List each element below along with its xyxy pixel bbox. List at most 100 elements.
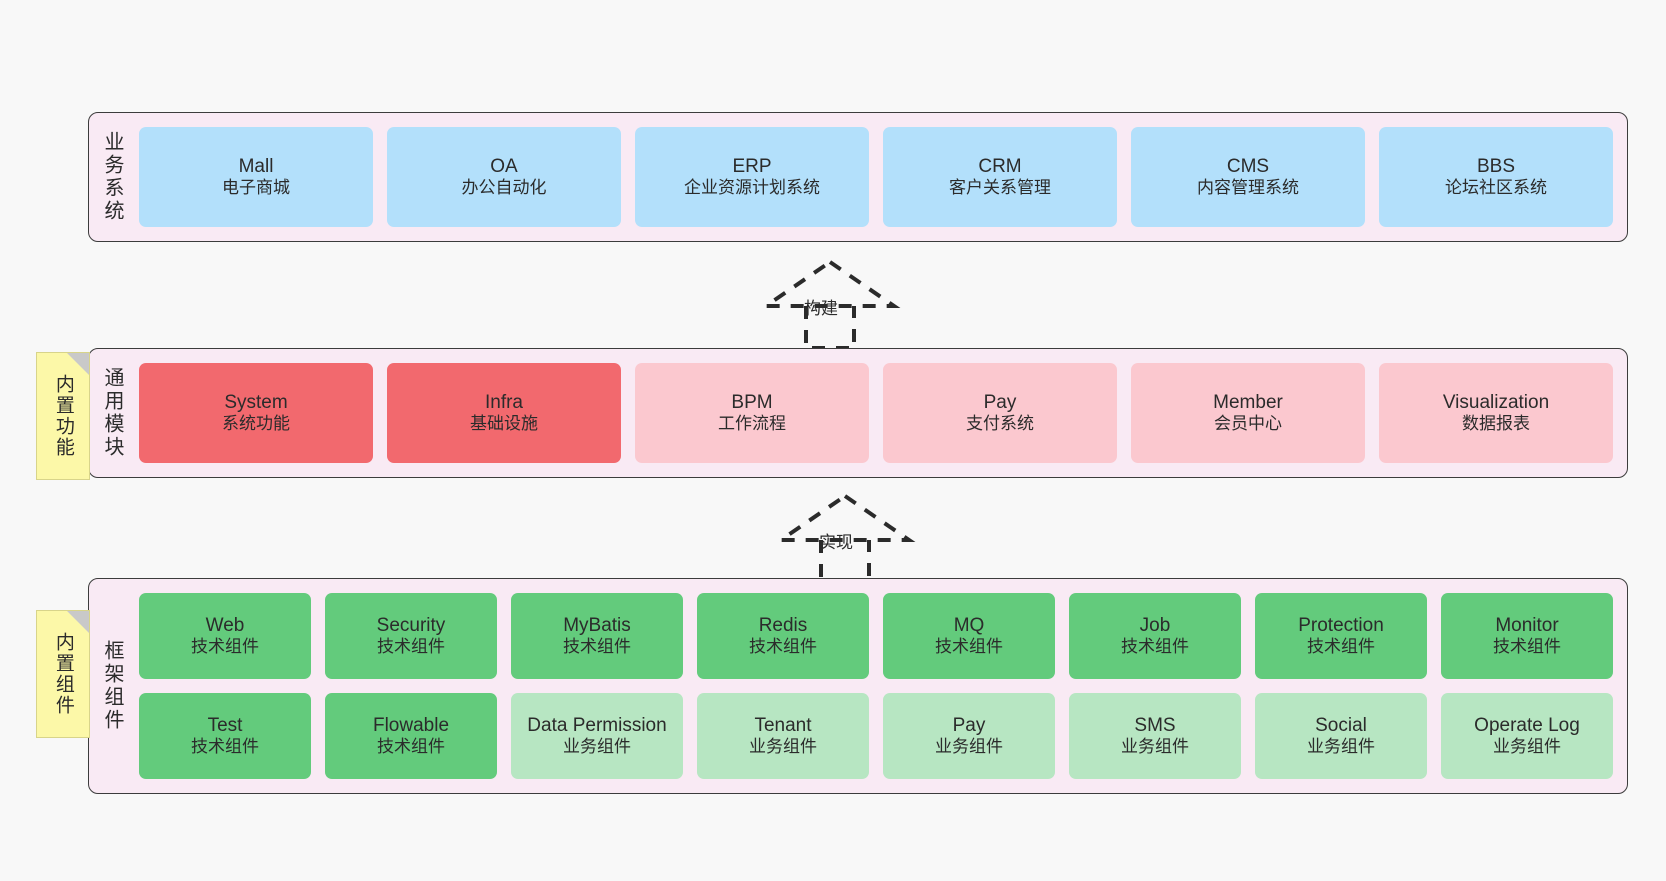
layer-framework-components: 框架组件 Web 技术组件 Security 技术组件 MyBatis 技术组件… (88, 578, 1628, 794)
box-subtitle: 业务组件 (749, 737, 817, 757)
box-title: Social (1315, 715, 1367, 737)
box-subtitle: 技术组件 (191, 637, 259, 657)
box-infra[interactable]: Infra 基础设施 (387, 363, 621, 463)
box-title: MQ (953, 615, 985, 637)
box-erp[interactable]: ERP 企业资源计划系统 (635, 127, 869, 227)
box-subtitle: 系统功能 (222, 414, 290, 434)
box-title: CMS (1226, 156, 1270, 178)
box-subtitle: 办公自动化 (461, 178, 547, 198)
box-subtitle: 技术组件 (377, 637, 445, 657)
box-cms[interactable]: CMS 内容管理系统 (1131, 127, 1365, 227)
arrow-head-triangle (759, 259, 901, 308)
box-subtitle: 支付系统 (966, 414, 1034, 434)
box-web[interactable]: Web 技术组件 (139, 593, 311, 679)
note-label: 内置功能 (52, 374, 74, 458)
layer-body-modules: System 系统功能 Infra 基础设施 BPM 工作流程 Pay 支付系统… (135, 349, 1627, 477)
arrow-label-implement: 实现 (819, 533, 853, 552)
box-title: Job (1139, 615, 1171, 637)
box-row-tech: Web 技术组件 Security 技术组件 MyBatis 技术组件 Redi… (139, 593, 1613, 679)
layer-body-framework: Web 技术组件 Security 技术组件 MyBatis 技术组件 Redi… (135, 579, 1627, 793)
box-subtitle: 业务组件 (1121, 737, 1189, 757)
note-builtin-components: 内置组件 (36, 610, 90, 738)
box-crm[interactable]: CRM 客户关系管理 (883, 127, 1117, 227)
box-title: SMS (1134, 715, 1176, 737)
box-redis[interactable]: Redis 技术组件 (697, 593, 869, 679)
box-title: Tenant (754, 715, 812, 737)
layer-business-system: 业务系统 Mall 电子商城 OA 办公自动化 ERP 企业资源计划系统 CRM… (88, 112, 1628, 242)
box-security[interactable]: Security 技术组件 (325, 593, 497, 679)
box-row-business: Test 技术组件 Flowable 技术组件 Data Permission … (139, 693, 1613, 779)
box-title: BPM (731, 392, 773, 414)
box-system[interactable]: System 系统功能 (139, 363, 373, 463)
box-subtitle: 基础设施 (470, 414, 538, 434)
box-title: BBS (1476, 156, 1516, 178)
box-visualization[interactable]: Visualization 数据报表 (1379, 363, 1613, 463)
box-title: Member (1213, 392, 1283, 414)
box-flowable[interactable]: Flowable 技术组件 (325, 693, 497, 779)
box-title: Mall (238, 156, 274, 178)
box-oa[interactable]: OA 办公自动化 (387, 127, 621, 227)
box-subtitle: 技术组件 (1121, 637, 1189, 657)
box-title: System (224, 392, 288, 414)
layer-title-framework: 框架组件 (101, 640, 123, 732)
box-subtitle: 业务组件 (563, 737, 631, 757)
box-title: Infra (484, 392, 524, 414)
box-sms[interactable]: SMS 业务组件 (1069, 693, 1241, 779)
box-mall[interactable]: Mall 电子商城 (139, 127, 373, 227)
box-monitor[interactable]: Monitor 技术组件 (1441, 593, 1613, 679)
box-social[interactable]: Social 业务组件 (1255, 693, 1427, 779)
box-pay-component[interactable]: Pay 业务组件 (883, 693, 1055, 779)
box-title: ERP (732, 156, 772, 178)
box-title: Monitor (1495, 615, 1559, 637)
box-bbs[interactable]: BBS 论坛社区系统 (1379, 127, 1613, 227)
box-job[interactable]: Job 技术组件 (1069, 593, 1241, 679)
arrow-build: 构建 (759, 258, 901, 350)
box-subtitle: 业务组件 (935, 737, 1003, 757)
layer-title-business: 业务系统 (101, 131, 123, 223)
box-subtitle: 企业资源计划系统 (684, 178, 820, 198)
layer-title-modules: 通用模块 (101, 367, 123, 459)
arrow-implement: 实现 (774, 492, 916, 584)
box-title: Operate Log (1474, 715, 1580, 737)
box-test[interactable]: Test 技术组件 (139, 693, 311, 779)
box-mybatis[interactable]: MyBatis 技术组件 (511, 593, 683, 679)
box-title: Web (205, 615, 245, 637)
box-data-permission[interactable]: Data Permission 业务组件 (511, 693, 683, 779)
box-row: Mall 电子商城 OA 办公自动化 ERP 企业资源计划系统 CRM 客户关系… (139, 127, 1613, 227)
box-title: Visualization (1442, 392, 1550, 414)
box-title: Security (376, 615, 446, 637)
arrow-head-triangle (774, 493, 916, 542)
note-builtin-features: 内置功能 (36, 352, 90, 480)
box-subtitle: 会员中心 (1214, 414, 1282, 434)
box-title: CRM (978, 156, 1022, 178)
box-subtitle: 工作流程 (718, 414, 786, 434)
box-subtitle: 技术组件 (1493, 637, 1561, 657)
box-subtitle: 论坛社区系统 (1445, 178, 1547, 198)
box-row: System 系统功能 Infra 基础设施 BPM 工作流程 Pay 支付系统… (139, 363, 1613, 463)
arrow-label-build: 构建 (804, 299, 838, 318)
box-subtitle: 数据报表 (1462, 414, 1530, 434)
box-member[interactable]: Member 会员中心 (1131, 363, 1365, 463)
box-tenant[interactable]: Tenant 业务组件 (697, 693, 869, 779)
box-pay-module[interactable]: Pay 支付系统 (883, 363, 1117, 463)
box-subtitle: 技术组件 (935, 637, 1003, 657)
box-title: Redis (758, 615, 808, 637)
box-operate-log[interactable]: Operate Log 业务组件 (1441, 693, 1613, 779)
box-subtitle: 技术组件 (377, 737, 445, 757)
box-subtitle: 电子商城 (222, 178, 290, 198)
box-title: Pay (983, 392, 1017, 414)
box-title: MyBatis (563, 615, 631, 637)
note-label: 内置组件 (52, 632, 74, 716)
note-fold-corner-icon (67, 611, 89, 633)
layer-common-modules: 通用模块 System 系统功能 Infra 基础设施 BPM 工作流程 Pay… (88, 348, 1628, 478)
box-protection[interactable]: Protection 技术组件 (1255, 593, 1427, 679)
box-subtitle: 技术组件 (749, 637, 817, 657)
box-subtitle: 技术组件 (1307, 637, 1375, 657)
box-mq[interactable]: MQ 技术组件 (883, 593, 1055, 679)
box-subtitle: 内容管理系统 (1197, 178, 1299, 198)
box-title: Test (207, 715, 243, 737)
box-subtitle: 技术组件 (191, 737, 259, 757)
box-bpm[interactable]: BPM 工作流程 (635, 363, 869, 463)
box-subtitle: 客户关系管理 (949, 178, 1051, 198)
